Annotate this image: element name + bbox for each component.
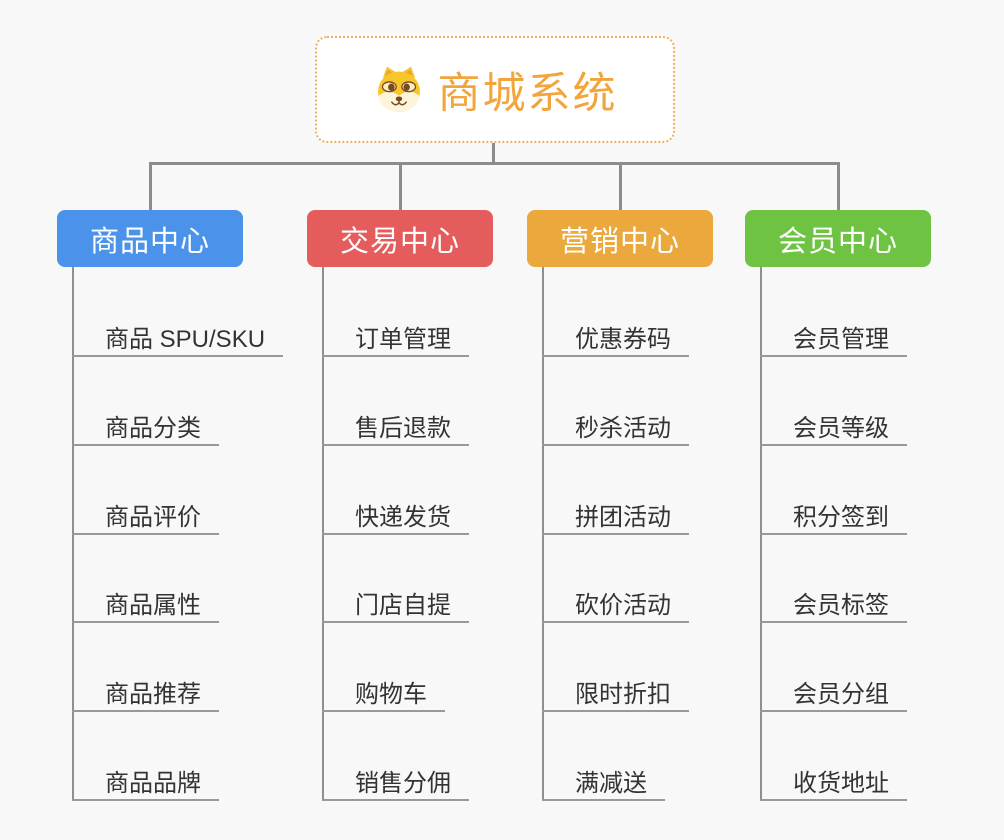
leaf-node: 销售分佣 [322,768,469,801]
connector-horizontal [149,162,839,165]
leaf-node: 订单管理 [322,324,469,357]
leaf-node: 限时折扣 [542,679,689,712]
branch-1: 交易中心订单管理售后退款快递发货门店自提购物车销售分佣 [307,210,567,810]
leaf-label[interactable]: 快递发货 [322,502,469,535]
leaf-node: 商品品牌 [72,768,219,801]
leaf-node: 会员标签 [760,590,907,623]
connector-drop-3 [837,162,840,210]
connector-drop-1 [399,162,402,210]
leaf-label[interactable]: 售后退款 [322,413,469,446]
leaf-label[interactable]: 积分签到 [760,502,907,535]
leaf-node: 拼团活动 [542,502,689,535]
leaf-label[interactable]: 收货地址 [760,768,907,801]
leaf-label[interactable]: 订单管理 [322,324,469,357]
leaf-label[interactable]: 销售分佣 [322,768,469,801]
leaf-label[interactable]: 商品推荐 [72,679,219,712]
leaf-node: 商品分类 [72,413,219,446]
leaf-node: 砍价活动 [542,590,689,623]
leaf-node: 门店自提 [322,590,469,623]
branch-node[interactable]: 交易中心 [307,210,493,267]
leaf-label[interactable]: 会员分组 [760,679,907,712]
leaf-label[interactable]: 商品分类 [72,413,219,446]
leaf-label[interactable]: 会员标签 [760,590,907,623]
branch-0: 商品中心商品 SPU/SKU 商品分类商品评价商品属性商品推荐商品品牌 [57,210,317,810]
leaf-label[interactable]: 秒杀活动 [542,413,689,446]
branch-node[interactable]: 会员中心 [745,210,931,267]
leaf-node: 会员等级 [760,413,907,446]
leaf-node: 优惠券码 [542,324,689,357]
leaf-node: 商品推荐 [72,679,219,712]
leaf-node: 商品 SPU/SKU [72,324,284,357]
leaf-node: 商品评价 [72,502,219,535]
leaf-node: 会员分组 [760,679,907,712]
leaf-label[interactable]: 会员等级 [760,413,907,446]
shiba-dog-icon [377,66,420,112]
leaf-label[interactable]: 门店自提 [322,590,469,623]
root-title: 商城系统 [437,69,618,118]
leaf-label[interactable]: 会员管理 [760,324,907,357]
leaf-node: 秒杀活动 [542,413,689,446]
branch-3: 会员中心会员管理会员等级积分签到会员标签会员分组收货地址 [745,210,1004,810]
root-node[interactable]: 商城系统 [315,36,675,143]
branch-node[interactable]: 营销中心 [527,210,713,267]
leaf-node: 售后退款 [322,413,469,446]
leaf-label[interactable]: 商品评价 [72,502,219,535]
branch-2: 营销中心优惠券码秒杀活动拼团活动砍价活动限时折扣满减送 [527,210,787,810]
leaf-node: 快递发货 [322,502,469,535]
leaf-label[interactable]: 拼团活动 [542,502,689,535]
leaf-label[interactable]: 优惠券码 [542,324,689,357]
leaf-node: 积分签到 [760,502,907,535]
connector-drop-0 [149,162,152,210]
connector-root-stub [492,143,495,164]
leaf-node: 购物车 [322,679,445,712]
leaf-label[interactable]: 限时折扣 [542,679,689,712]
leaf-label[interactable]: 商品 SPU/SKU [72,324,284,357]
leaf-label[interactable]: 商品品牌 [72,768,219,801]
leaf-label[interactable]: 购物车 [322,679,445,712]
leaf-label[interactable]: 砍价活动 [542,590,689,623]
leaf-label[interactable]: 满减送 [542,768,665,801]
leaf-node: 会员管理 [760,324,907,357]
connector-drop-2 [619,162,622,210]
branch-node[interactable]: 商品中心 [57,210,243,267]
leaf-node: 商品属性 [72,590,219,623]
leaf-node: 收货地址 [760,768,907,801]
leaf-label[interactable]: 商品属性 [72,590,219,623]
leaf-node: 满减送 [542,768,665,801]
